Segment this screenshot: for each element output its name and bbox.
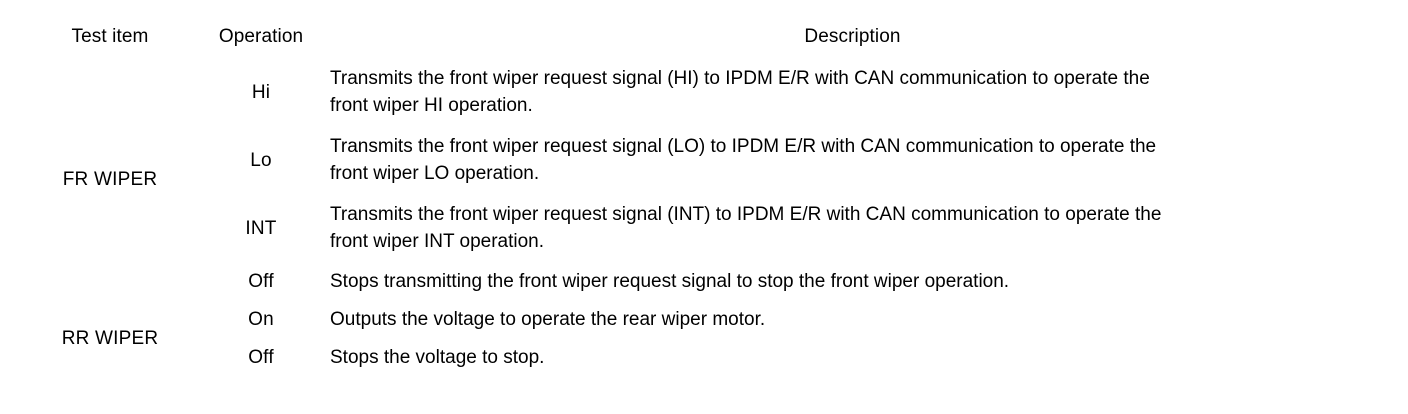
description-cell-int: Transmits the front wiper request signal… — [330, 195, 1375, 263]
test-item-cell-rr-wiper: RR WIPER — [28, 301, 192, 377]
operation-cell-lo: Lo — [192, 127, 330, 195]
description-line: Stops transmitting the front wiper reque… — [330, 270, 1010, 292]
table-row: Off Stops transmitting the front wiper r… — [28, 263, 1375, 301]
table-header: Test item Operation Description — [28, 15, 1375, 59]
active-test-spec-table: Test item Operation Description FR WIPER… — [28, 15, 1375, 377]
description-cell-hi: Transmits the front wiper request signal… — [330, 59, 1375, 127]
operation-cell-on-rear: On — [192, 301, 330, 339]
description-line: front wiper HI operation. — [330, 95, 533, 116]
column-header-description: Description — [330, 15, 1375, 59]
table-body: FR WIPER Hi Transmits the front wiper re… — [28, 59, 1375, 377]
description-cell-off-rear: Stops the voltage to stop. — [330, 339, 1375, 377]
operation-cell-off-rear: Off — [192, 339, 330, 377]
description-cell-on-rear: Outputs the voltage to operate the rear … — [330, 301, 1375, 339]
description-line: Transmits the front wiper request signal… — [330, 136, 1157, 158]
table-row: FR WIPER Hi Transmits the front wiper re… — [28, 59, 1375, 301]
test-item-cell-fr-wiper: FR WIPER — [28, 59, 192, 301]
description-cell-lo: Transmits the front wiper request signal… — [330, 127, 1375, 195]
spec-table-container: Test item Operation Description FR WIPER… — [28, 15, 1375, 377]
operation-cell-off-front: Off — [192, 263, 330, 301]
description-line: Transmits the front wiper request signal… — [330, 204, 1162, 226]
description-line: Stops the voltage to stop. — [330, 346, 545, 368]
description-cell-off-front: Stops transmitting the front wiper reque… — [330, 263, 1375, 301]
table-row: INT Transmits the front wiper request si… — [28, 195, 1375, 263]
column-header-test-item: Test item — [28, 15, 192, 59]
description-line: Outputs the voltage to operate the rear … — [330, 308, 766, 330]
header-row: Test item Operation Description — [28, 15, 1375, 59]
operation-cell-int: INT — [192, 195, 330, 263]
table-row: RR WIPER On Outputs the voltage to opera… — [28, 301, 1375, 377]
table-row: Off Stops the voltage to stop. — [28, 339, 1375, 377]
operation-cell-hi: Hi — [192, 59, 330, 127]
description-line: front wiper INT operation. — [330, 231, 545, 252]
description-line: front wiper LO operation. — [330, 163, 540, 184]
table-row: Lo Transmits the front wiper request sig… — [28, 127, 1375, 195]
column-header-operation: Operation — [192, 15, 330, 59]
description-line: Transmits the front wiper request signal… — [330, 68, 1150, 90]
